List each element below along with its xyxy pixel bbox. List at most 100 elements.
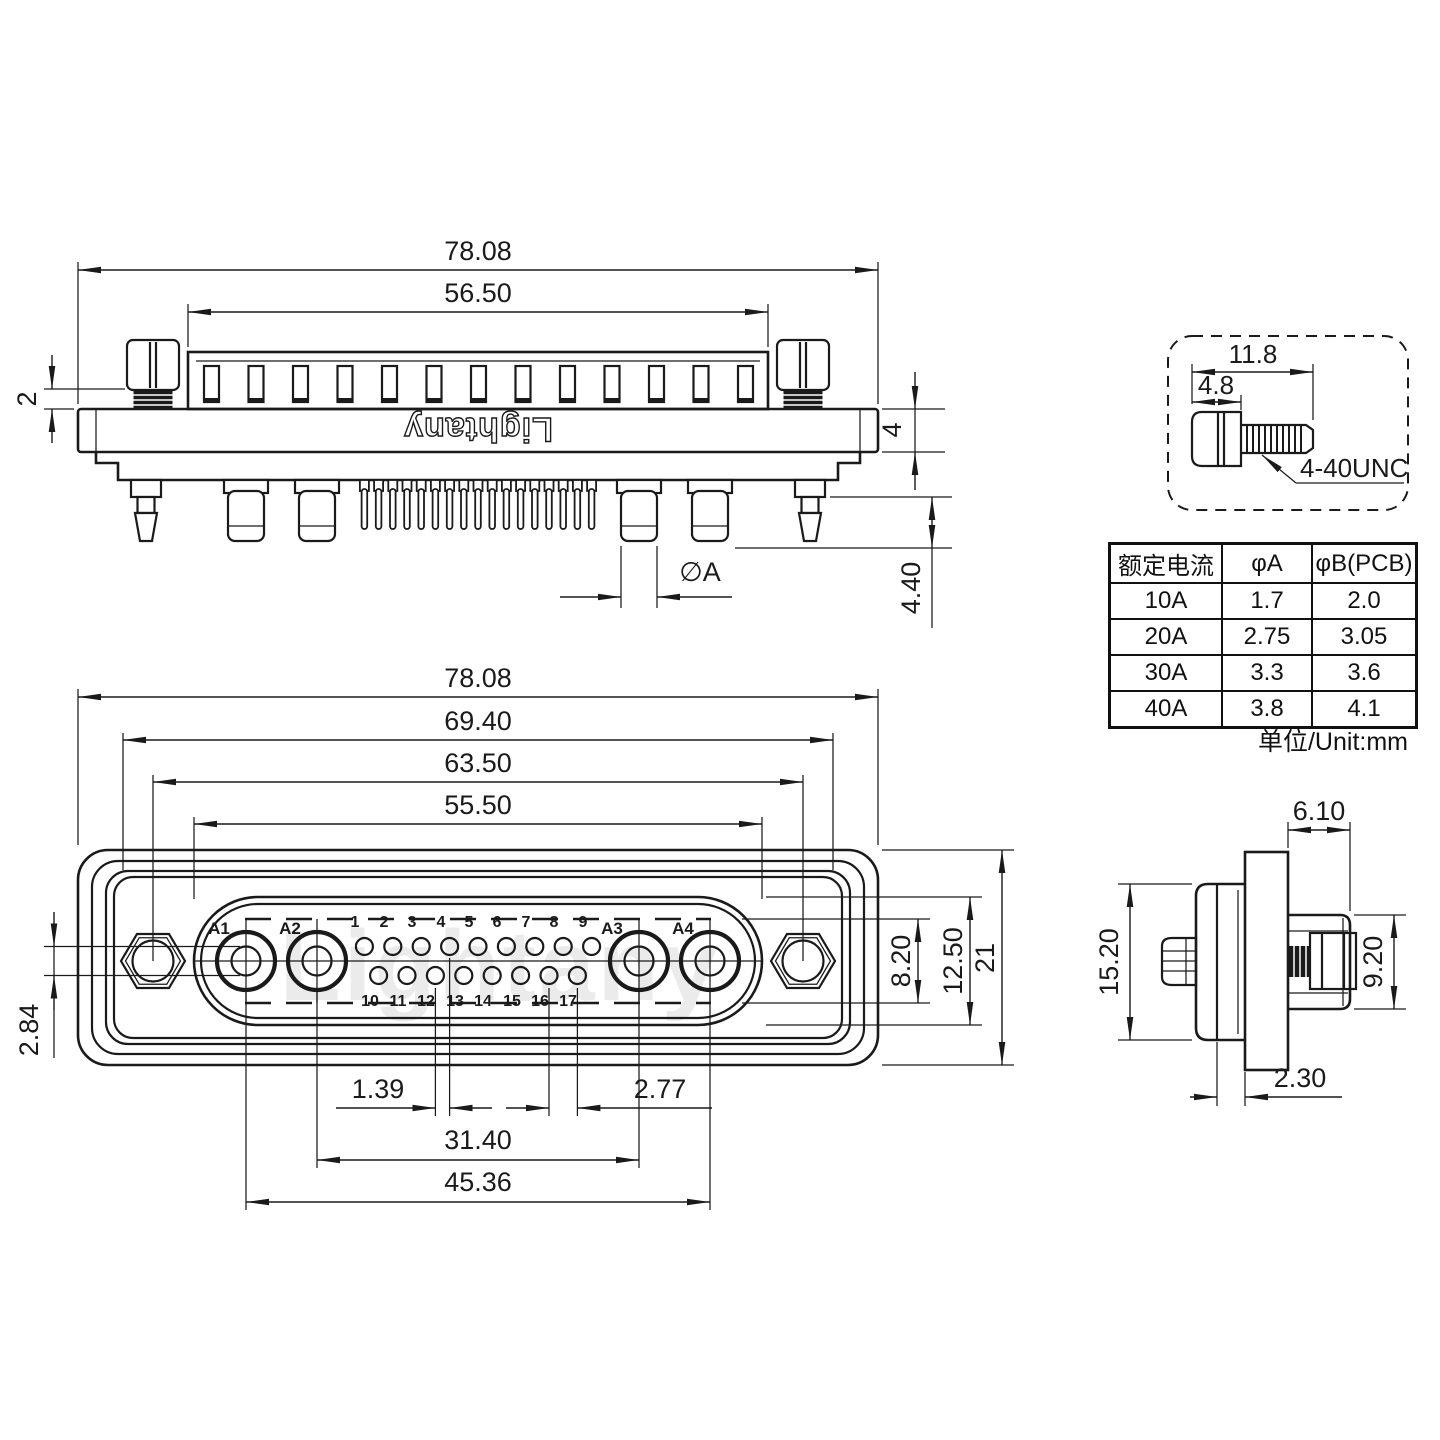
rear-view: Lightany 78.08 56.50 2 bbox=[12, 236, 952, 628]
svg-text:8.20: 8.20 bbox=[886, 935, 916, 988]
cell-a-30a: 3.3 bbox=[1221, 654, 1313, 692]
table-row: 30A 3.3 3.6 bbox=[1108, 654, 1418, 692]
front-dim-insert-height: 8.20 bbox=[742, 918, 930, 1004]
pin-label-17: 17 bbox=[559, 993, 577, 1010]
svg-text:2: 2 bbox=[12, 391, 42, 406]
cell-b-30a: 3.6 bbox=[1311, 654, 1418, 692]
pin-label-13: 13 bbox=[446, 993, 464, 1010]
pin-label-16: 16 bbox=[531, 993, 549, 1010]
svg-text:55.50: 55.50 bbox=[444, 790, 512, 820]
front-dim-overall-width: 78.08 bbox=[77, 663, 879, 845]
power-label-a2: A2 bbox=[279, 919, 301, 938]
cell-current-10a: 10A bbox=[1108, 582, 1223, 620]
screw-detail-frame bbox=[1167, 335, 1409, 511]
pin-label-14: 14 bbox=[474, 993, 492, 1010]
front-dim-overall-height: 21 bbox=[882, 849, 1014, 1066]
rear-dim-overall-width: 78.08 bbox=[77, 236, 879, 404]
rear-thumbscrew-left bbox=[125, 338, 181, 412]
cell-b-40a: 4.1 bbox=[1311, 690, 1418, 729]
cell-current-40a: 40A bbox=[1108, 690, 1223, 729]
front-view: Lightany A1 A2 A3 A4 bbox=[14, 663, 1014, 1210]
rear-dim-pin-length: 4.40 bbox=[735, 496, 952, 628]
front-dim-screw-spacing: 63.50 bbox=[152, 748, 804, 961]
header-phi-a: φA bbox=[1221, 542, 1313, 584]
rear-dim-flange-thickness: 4 bbox=[877, 372, 945, 490]
header-phi-b-pcb: φB(PCB) bbox=[1311, 542, 1418, 584]
power-label-a1: A1 bbox=[208, 919, 230, 938]
front-dim-a1-a4-spacing: 45.36 bbox=[245, 992, 711, 1210]
pin-label-7: 7 bbox=[522, 914, 531, 931]
cell-current-20a: 20A bbox=[1108, 618, 1223, 656]
svg-text:56.50: 56.50 bbox=[444, 278, 512, 308]
svg-text:11.8: 11.8 bbox=[1229, 339, 1278, 369]
pin-label-15: 15 bbox=[503, 993, 521, 1010]
cell-a-40a: 3.8 bbox=[1221, 690, 1313, 729]
rear-flange-logo: Lightany bbox=[403, 410, 553, 448]
svg-text:78.08: 78.08 bbox=[444, 663, 512, 693]
pin-label-3: 3 bbox=[408, 914, 417, 931]
cell-a-20a: 2.75 bbox=[1221, 618, 1313, 656]
cell-current-30a: 30A bbox=[1108, 654, 1223, 692]
power-label-a3: A3 bbox=[601, 919, 623, 938]
side-dim-rear-depth: 6.10 bbox=[1287, 796, 1351, 911]
svg-text:2.30: 2.30 bbox=[1274, 1063, 1327, 1093]
screw-detail: 11.8 4.8 4-40UNC bbox=[1167, 335, 1409, 511]
header-rated-current: 额定电流 bbox=[1108, 542, 1223, 584]
pin-label-10: 10 bbox=[361, 993, 379, 1010]
cell-b-20a: 3.05 bbox=[1311, 618, 1418, 656]
pin-label-2: 2 bbox=[380, 914, 389, 931]
pin-label-5: 5 bbox=[465, 914, 474, 931]
pin-label-12: 12 bbox=[417, 993, 435, 1010]
side-view: 6.10 15.20 9.20 2.30 bbox=[1094, 796, 1406, 1106]
front-dim-pin-offset: 1.39 bbox=[336, 958, 492, 1116]
svg-text:4: 4 bbox=[877, 422, 907, 437]
table-header-row: 额定电流 φA φB(PCB) bbox=[1108, 542, 1418, 584]
pin-label-9: 9 bbox=[579, 914, 588, 931]
table-row: 40A 3.8 4.1 bbox=[1108, 690, 1418, 729]
screw-dim-head-length: 4.8 bbox=[1192, 370, 1242, 410]
svg-text:15.20: 15.20 bbox=[1094, 928, 1124, 996]
rear-dim-thread-exposed: 2 bbox=[12, 355, 125, 443]
front-dim-body-width: 69.40 bbox=[122, 706, 834, 870]
svg-text:69.40: 69.40 bbox=[444, 706, 512, 736]
front-dim-shell-width: 55.50 bbox=[193, 790, 763, 899]
pin-label-8: 8 bbox=[550, 914, 559, 931]
svg-text:63.50: 63.50 bbox=[444, 748, 512, 778]
svg-text:2.77: 2.77 bbox=[634, 1074, 687, 1104]
pin-label-11: 11 bbox=[390, 993, 407, 1010]
svg-text:12.50: 12.50 bbox=[938, 927, 968, 995]
side-dim-shell-height: 15.20 bbox=[1094, 883, 1192, 1041]
rated-current-table: 额定电流 φA φB(PCB) 10A 1.7 2.0 20A 2.75 3.0… bbox=[1108, 542, 1418, 729]
pin-label-6: 6 bbox=[493, 914, 502, 931]
svg-text:78.08: 78.08 bbox=[444, 236, 512, 266]
rear-dim-housing-width: 56.50 bbox=[187, 278, 769, 347]
side-dim-front-depth: 2.30 bbox=[1190, 1042, 1342, 1106]
svg-text:6.10: 6.10 bbox=[1293, 796, 1346, 826]
front-dim-shell-height: 12.50 bbox=[766, 896, 982, 1026]
svg-text:4-40UNC: 4-40UNC bbox=[1300, 453, 1408, 483]
svg-text:∅A: ∅A bbox=[679, 557, 721, 587]
rear-signal-pins bbox=[358, 479, 597, 530]
rear-dim-power-pin-dia: ∅A bbox=[560, 546, 732, 608]
svg-text:1.39: 1.39 bbox=[352, 1074, 405, 1104]
svg-text:2.84: 2.84 bbox=[14, 1004, 44, 1057]
table-row: 20A 2.75 3.05 bbox=[1108, 618, 1418, 656]
cell-a-10a: 1.7 bbox=[1221, 582, 1313, 620]
svg-text:45.36: 45.36 bbox=[444, 1167, 512, 1197]
cell-b-10a: 2.0 bbox=[1311, 582, 1418, 620]
screw-thread-callout: 4-40UNC bbox=[1261, 453, 1408, 484]
table-row: 10A 1.7 2.0 bbox=[1108, 582, 1418, 620]
rear-thumbscrew-right bbox=[775, 338, 831, 412]
front-dim-row-spacing: 2.84 bbox=[14, 912, 58, 1058]
screw-dim-overall-length: 11.8 bbox=[1191, 339, 1314, 420]
power-label-a4: A4 bbox=[672, 919, 694, 938]
front-dim-a2-a3-spacing: 31.40 bbox=[316, 992, 640, 1168]
svg-text:31.40: 31.40 bbox=[444, 1125, 512, 1155]
front-dim-pin-pitch: 2.77 bbox=[506, 988, 712, 1116]
pin-label-1: 1 bbox=[351, 914, 360, 931]
svg-text:4.8: 4.8 bbox=[1198, 370, 1234, 400]
side-dim-body-height: 9.20 bbox=[1354, 914, 1406, 1010]
pin-label-4: 4 bbox=[437, 914, 446, 931]
svg-text:9.20: 9.20 bbox=[1358, 936, 1388, 989]
